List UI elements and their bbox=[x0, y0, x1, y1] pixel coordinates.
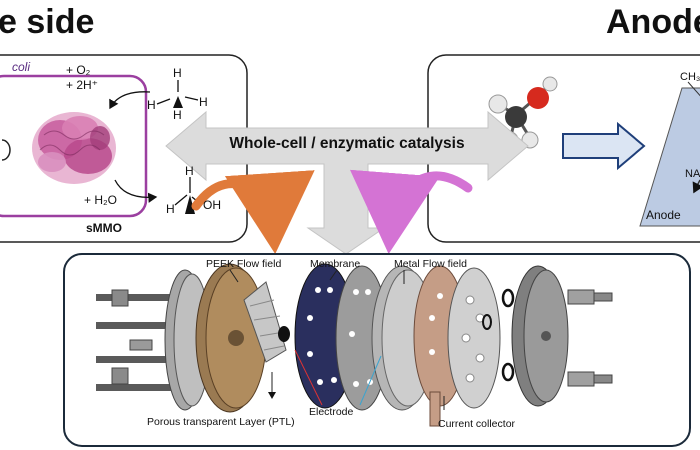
methanol-atom-top: H bbox=[185, 164, 194, 178]
o2-input-arrow bbox=[109, 91, 151, 110]
orange-curved-arrow bbox=[191, 170, 315, 254]
ptl-label: Porous transparent Layer (PTL) bbox=[147, 416, 295, 428]
peek-flow-field-plate bbox=[195, 263, 267, 413]
smmo-enzyme-structure bbox=[32, 112, 116, 184]
leader-lines bbox=[229, 269, 445, 410]
methane-atom-right: H bbox=[199, 95, 208, 109]
methane-atom-top: H bbox=[173, 66, 182, 80]
gasket-plate bbox=[447, 267, 501, 409]
o-rings bbox=[482, 288, 515, 382]
right-fittings bbox=[567, 289, 613, 387]
heading-left: e side bbox=[0, 3, 95, 41]
ptl-mesh bbox=[243, 281, 287, 363]
right-nad-label: NA bbox=[685, 168, 700, 180]
right-methyl-label: CH₃ bbox=[680, 71, 700, 83]
anode-label: Anode bbox=[646, 208, 681, 222]
ecoli-box bbox=[0, 74, 148, 218]
heading-right: Anode bbox=[606, 3, 700, 41]
methanol-hydroxyl: OH bbox=[203, 198, 221, 212]
anode-plate bbox=[639, 87, 700, 227]
methane-molecule bbox=[156, 80, 199, 108]
ecoli-edge-shape bbox=[1, 139, 11, 161]
small-black-gasket bbox=[278, 326, 290, 342]
metal-flow-label: Metal Flow field bbox=[394, 258, 467, 270]
current-collector-label: Current collector bbox=[438, 418, 516, 430]
left-bolts bbox=[96, 289, 186, 391]
pink-curved-arrow bbox=[349, 169, 473, 254]
flow-arrow bbox=[562, 121, 646, 171]
methane-atom-bottom: H bbox=[173, 108, 182, 122]
organism-label: coli bbox=[12, 60, 31, 74]
peek-label: PEEK Flow field bbox=[206, 258, 282, 270]
h2o-output-label: + H₂O bbox=[84, 193, 117, 207]
anode-arrow-line bbox=[692, 179, 700, 194]
enzyme-label: sMMO bbox=[86, 221, 122, 235]
catalysis-label: Whole-cell / enzymatic catalysis bbox=[229, 135, 465, 152]
h2o-output-arrow bbox=[114, 179, 158, 203]
right-end-plate bbox=[511, 265, 569, 407]
proton-input-label: + 2H⁺ bbox=[66, 78, 99, 92]
electrode-label: Electrode bbox=[309, 406, 354, 418]
methanol-atom-left: H bbox=[166, 202, 175, 216]
o2-input-label: + O₂ bbox=[66, 63, 91, 77]
anode-connector-line bbox=[687, 81, 700, 97]
methane-atom-left: H bbox=[147, 98, 156, 112]
membrane-label: Membrane bbox=[310, 258, 361, 270]
